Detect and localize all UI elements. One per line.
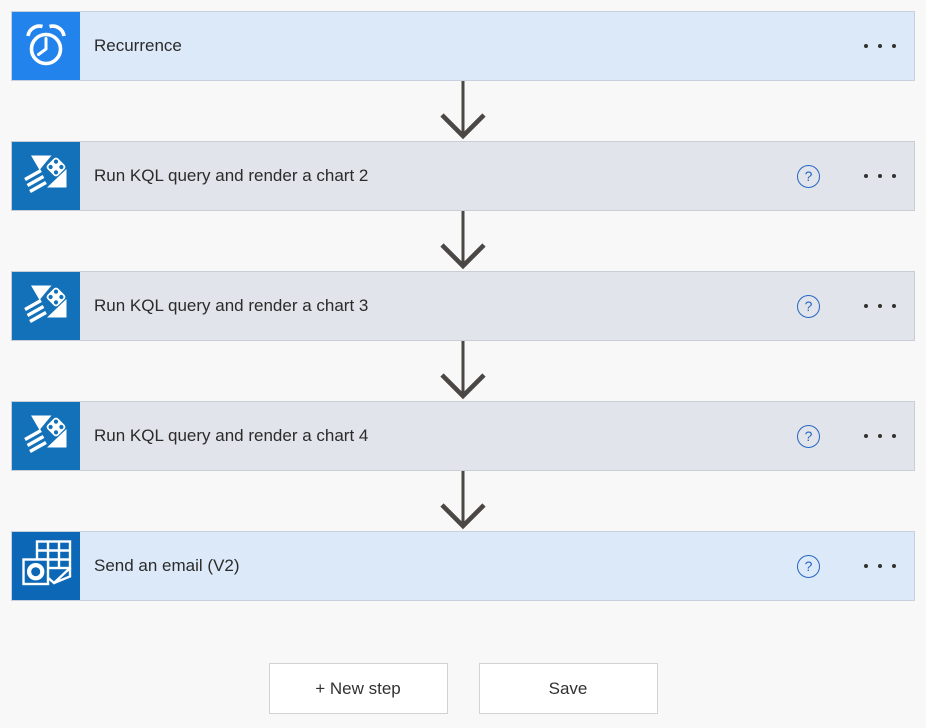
step-title: Send an email (V2) — [94, 556, 240, 575]
step-card-send-email[interactable]: Send an email (V2) ? — [11, 531, 915, 601]
alarm-clock-icon — [12, 12, 80, 80]
outlook-icon — [12, 532, 80, 600]
connector-arrow[interactable] — [0, 341, 926, 401]
save-button[interactable]: Save — [478, 663, 658, 714]
connector-arrow[interactable] — [0, 211, 926, 271]
help-icon[interactable]: ? — [797, 424, 820, 448]
azure-data-explorer-icon — [12, 402, 80, 470]
step-card-recurrence[interactable]: Recurrence — [11, 11, 915, 81]
ellipsis-menu-icon[interactable] — [864, 40, 896, 52]
ellipsis-menu-icon[interactable] — [864, 430, 896, 442]
azure-data-explorer-icon — [12, 272, 80, 340]
step-title: Run KQL query and render a chart 2 — [94, 166, 369, 185]
step-title: Recurrence — [94, 36, 182, 55]
step-card-kql-chart-3[interactable]: Run KQL query and render a chart 3 ? — [11, 271, 915, 341]
step-title: Run KQL query and render a chart 3 — [94, 296, 369, 315]
connector-arrow[interactable] — [0, 471, 926, 531]
help-icon[interactable]: ? — [797, 554, 820, 578]
ellipsis-menu-icon[interactable] — [864, 300, 896, 312]
azure-data-explorer-icon — [12, 142, 80, 210]
connector-arrow[interactable] — [0, 81, 926, 141]
help-icon[interactable]: ? — [797, 294, 820, 318]
step-card-kql-chart-4[interactable]: Run KQL query and render a chart 4 ? — [11, 401, 915, 471]
ellipsis-menu-icon[interactable] — [864, 170, 896, 182]
ellipsis-menu-icon[interactable] — [864, 560, 896, 572]
footer-actions: + New step Save — [0, 663, 926, 714]
help-icon[interactable]: ? — [797, 164, 820, 188]
step-card-kql-chart-2[interactable]: Run KQL query and render a chart 2 ? — [11, 141, 915, 211]
step-title: Run KQL query and render a chart 4 — [94, 426, 369, 445]
new-step-button[interactable]: + New step — [268, 663, 448, 714]
